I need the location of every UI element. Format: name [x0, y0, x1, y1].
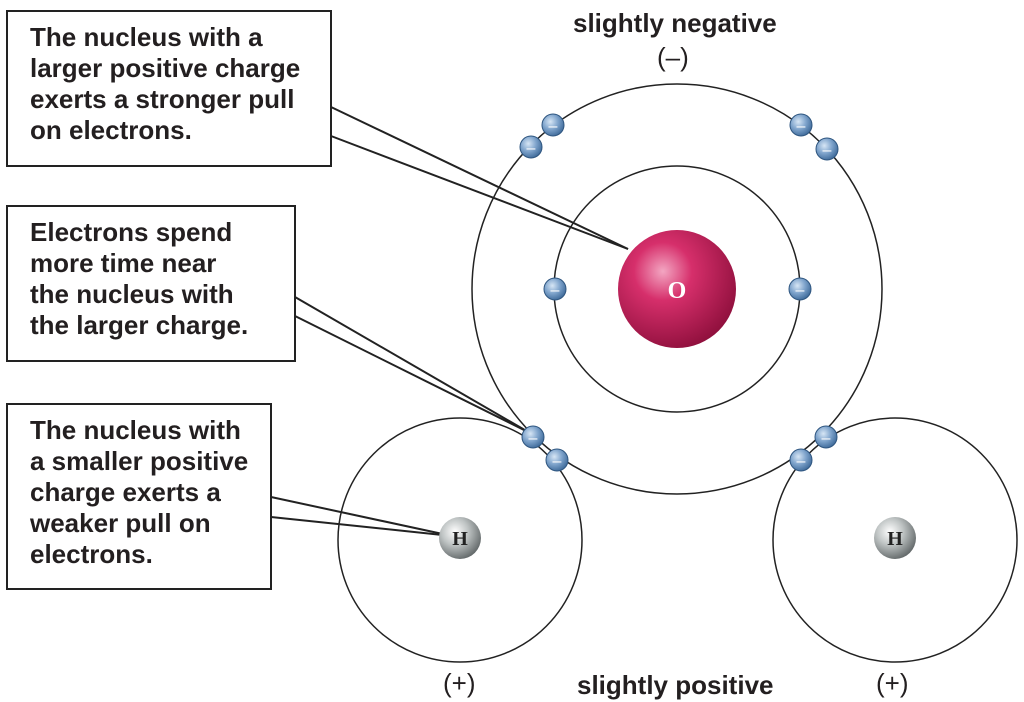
electron-sign: –	[823, 142, 832, 159]
callout-pointers	[270, 106, 629, 537]
electron: –	[521, 425, 545, 449]
electron: –	[543, 277, 567, 301]
pointer-line	[294, 315, 531, 434]
electron-sign: –	[553, 453, 562, 470]
electron: –	[541, 113, 565, 137]
pointer-line	[330, 135, 629, 250]
electron-sign: –	[822, 430, 831, 447]
electron-sign: –	[551, 282, 560, 299]
oxygen-nucleus: O	[618, 230, 736, 348]
oxygen-outer-shell	[471, 83, 883, 495]
electron-sign: –	[797, 453, 806, 470]
positive-sign-left-label: (+)	[443, 668, 476, 698]
electron-sign: –	[529, 430, 538, 447]
hydrogen-right-nucleus: H	[874, 517, 916, 559]
hydrogen-left-nucleus: H	[439, 517, 481, 559]
electron: –	[814, 425, 838, 449]
slightly-positive-label: slightly positive	[577, 670, 774, 700]
callout-electrons-time: Electrons spend more time near the nucle…	[6, 205, 296, 362]
electron-sign: –	[796, 282, 805, 299]
pointer-line	[270, 516, 453, 537]
hydrogen-left-shell	[337, 417, 583, 663]
oxygen-symbol: O	[668, 278, 687, 304]
electron-sign: –	[549, 118, 558, 135]
hydrogen-left-symbol: H	[452, 528, 468, 550]
electron: –	[519, 135, 543, 159]
electron-sign: –	[797, 118, 806, 135]
pointer-line	[270, 496, 453, 537]
electron-sign: –	[527, 140, 536, 157]
positive-sign-right-label: (+)	[876, 668, 909, 698]
slightly-negative-label: slightly negative	[573, 8, 777, 38]
callout-smaller-charge: The nucleus with a smaller positive char…	[6, 403, 272, 590]
electrons: – – – – – – – – – –	[519, 113, 839, 472]
negative-sign-label: (–)	[657, 42, 689, 72]
callout-larger-charge: The nucleus with a larger positive charg…	[6, 10, 332, 167]
pointer-line	[330, 106, 629, 250]
electron: –	[789, 113, 813, 137]
electron: –	[545, 448, 569, 472]
hydrogen-right-symbol: H	[887, 528, 903, 550]
pointer-line	[294, 296, 531, 434]
electron: –	[789, 448, 813, 472]
electron: –	[788, 277, 812, 301]
hydrogen-right-shell	[772, 417, 1018, 663]
electron: –	[815, 137, 839, 161]
